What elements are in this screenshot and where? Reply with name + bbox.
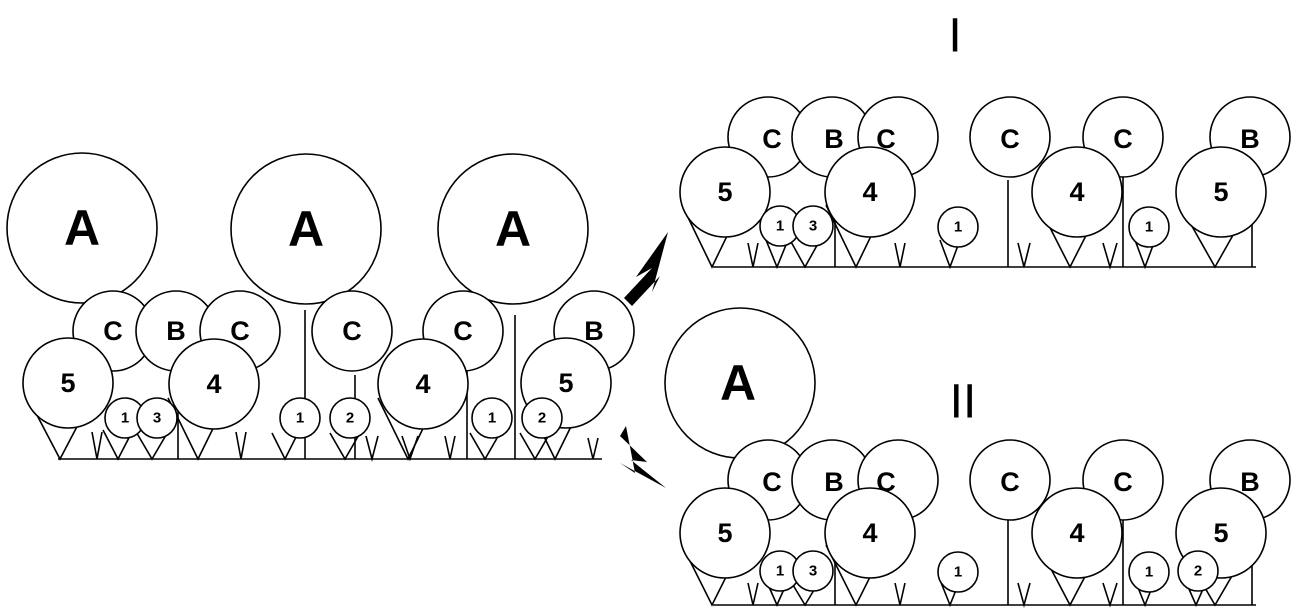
tree-a-label: A [495,201,531,257]
young-tree-4-label: 4 [415,369,430,399]
tree-a-crown [230,153,382,305]
arrow-to-scenario-ii-icon [620,426,666,488]
tree-b-label: B [1240,467,1260,497]
seedling-1-label: 1 [954,219,962,236]
young-tree-5-crown [22,337,114,429]
scenario-ii-panel: II A C B C C [664,307,1291,609]
young-tree-5-crown [1175,146,1267,238]
transition-arrows [620,232,668,488]
seedling-1-label: 1 [954,564,962,581]
seedling-3-label: 3 [809,563,817,580]
tree-c-label: C [1000,124,1020,154]
tree-a-label: A [720,355,756,411]
seedling-1-label: 1 [776,218,784,235]
seedling-2-label: 2 [346,410,354,427]
scenario-i-panel: I C B C C C B [679,10,1291,270]
initial-stand-panel: A A A C B C C C B 5 4 4 5 1 3 1 2 [6,152,635,463]
seedling-1-crown [279,397,321,439]
tree-b-label: B [824,124,844,154]
young-tree-5-label: 5 [60,368,75,398]
tree-c-crown [311,290,393,372]
young-tree-4-crown [824,146,916,238]
young-tree-4-label: 4 [862,177,877,207]
tree-c-label: C [1113,467,1133,497]
seedling-2-label: 2 [538,410,546,427]
tree-c-label: C [762,124,782,154]
seedling-3-crown [792,205,834,247]
seedling-1-crown [1128,206,1170,248]
seedling-3-label: 3 [809,218,817,235]
seedling-3-crown [792,550,834,592]
tree-c-label: C [342,316,362,346]
tree-c-crown [969,96,1051,178]
seedling-1-label: 1 [776,563,784,580]
young-tree-5-label: 5 [717,177,732,207]
young-tree-4-crown [168,338,260,430]
scenario-ii-label: II [950,376,977,429]
seedling-1-crown [471,397,513,439]
young-tree-4-crown [824,487,916,579]
seedling-1-label: 1 [121,410,129,427]
tree-b-label: B [824,467,844,497]
seedling-1-crown [937,551,979,593]
seedling-1-label: 1 [296,410,304,427]
tree-b-label: B [1240,124,1260,154]
seedling-1-crown [937,206,979,248]
tree-b-label: B [584,316,604,346]
tree-a-label: A [288,201,324,257]
tree-c-label: C [1113,124,1133,154]
young-tree-5-crown [679,487,771,579]
seedling-1-crown [1128,551,1170,593]
tree-c-label: C [762,467,782,497]
young-tree-4-crown [1031,487,1123,579]
seedling-2-crown [329,397,371,439]
tree-c-label: C [453,316,473,346]
young-tree-5-label: 5 [1213,177,1228,207]
young-tree-4-crown [1031,146,1123,238]
tree-c-label: C [1000,467,1020,497]
tree-c-label: C [230,316,250,346]
tree-b-label: B [166,316,186,346]
tree-c-label: C [876,124,896,154]
young-tree-4-label: 4 [862,518,877,548]
young-tree-5-crown [679,146,771,238]
young-tree-5-label: 5 [717,518,732,548]
young-tree-4-label: 4 [1069,177,1084,207]
young-tree-4-label: 4 [206,369,221,399]
tree-c-label: C [103,316,123,346]
arrow-to-scenario-i-icon [624,232,668,306]
seedling-1-label: 1 [1145,564,1153,581]
tree-a-crown [6,152,158,304]
seedling-1-label: 1 [488,410,496,427]
scenario-i-label: I [948,10,961,63]
young-tree-4-crown [377,338,469,430]
tree-c-crown [969,439,1051,521]
young-tree-4-label: 4 [1069,518,1084,548]
tree-a-crown [437,153,589,305]
seedling-3-crown [136,397,178,439]
tree-a-label: A [64,200,100,256]
seedling-2-crown [521,397,563,439]
young-tree-5-label: 5 [558,368,573,398]
seedling-3-label: 3 [153,410,161,427]
young-tree-5-label: 5 [1213,518,1228,548]
seedling-1-label: 1 [1145,219,1153,236]
seedling-2-label: 2 [1194,563,1202,580]
seedling-2-crown [1177,550,1219,592]
